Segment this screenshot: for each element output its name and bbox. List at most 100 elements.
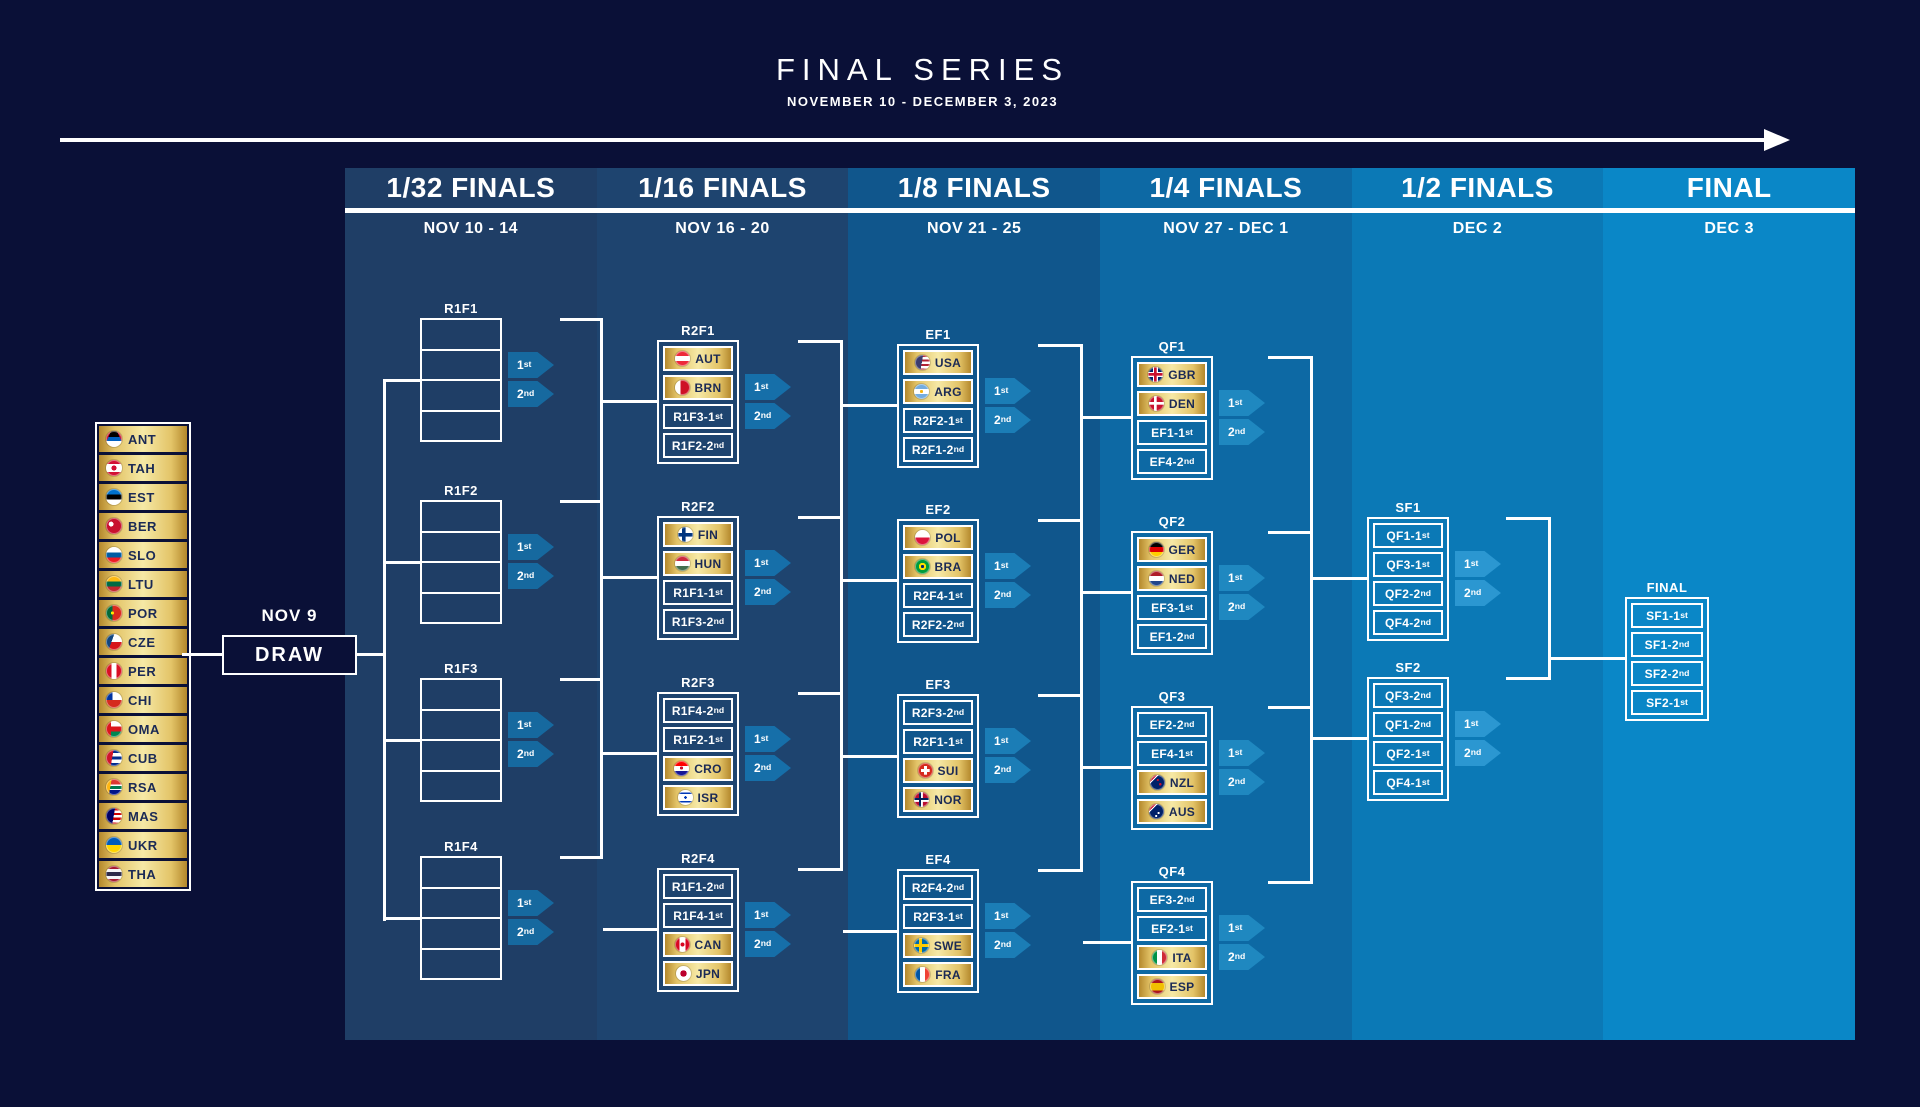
flag-icon (1152, 950, 1168, 965)
placeholder-slot: QF3-1st (1373, 552, 1443, 577)
flag-icon (913, 938, 929, 953)
qualifier-row: MAS (99, 803, 187, 829)
placeholder-slot: QF2-2nd (1373, 581, 1443, 606)
team-slot: ARG (903, 379, 973, 404)
connector-line (1268, 881, 1310, 884)
timeline-arrow-icon (1764, 129, 1790, 151)
placeholder-slot: R2F3-2nd (903, 700, 973, 725)
flag-icon (1148, 804, 1164, 819)
placeholder-slot: QF1-2nd (1373, 712, 1443, 737)
connector-line (603, 928, 657, 931)
team-slot: GBR (1137, 362, 1207, 387)
connector-line (798, 692, 840, 695)
draw-box: DRAW (222, 635, 357, 675)
empty-slot (422, 708, 500, 740)
connector-line (182, 653, 222, 656)
group-label: R2F2 (681, 499, 715, 514)
flag-icon (915, 530, 931, 545)
empty-slot (422, 917, 500, 948)
placeholder-slot: R2F3-1st (903, 904, 973, 929)
flag-icon (677, 790, 693, 805)
connector-line (603, 576, 657, 579)
group-label: R1F4 (444, 839, 478, 854)
connector-line (1268, 531, 1310, 534)
connector-line (386, 739, 420, 742)
connector-line (1038, 694, 1080, 697)
placeholder-slot: EF4-1st (1137, 741, 1207, 766)
connector-line (1506, 517, 1548, 520)
qualifier-row: POR (99, 600, 187, 626)
group-R2F4: R1F1-2nd R1F4-1st CAN JPN (657, 868, 739, 992)
flag-icon (675, 351, 691, 366)
timeline-line (60, 138, 1766, 142)
connector-line (600, 318, 603, 859)
group-label: EF4 (925, 852, 951, 867)
placeholder-slot: R1F3-1st (663, 404, 733, 429)
empty-slot (422, 409, 500, 441)
qualifier-row: EST (99, 484, 187, 510)
group-label: R2F1 (681, 323, 715, 338)
flag-icon (914, 559, 930, 574)
column-header: 1/32 FINALS (386, 172, 556, 203)
placeholder-slot: R2F1-2nd (903, 437, 973, 462)
connector-line (383, 379, 386, 921)
flag-icon (106, 750, 122, 766)
group-EF2: POL BRA R2F4-1st R2F2-2nd (897, 519, 979, 643)
connector-line (603, 752, 657, 755)
qualifier-row: RSA (99, 774, 187, 800)
flag-icon (106, 576, 122, 592)
group-label: SF1 (1395, 500, 1421, 515)
flag-icon (914, 792, 930, 807)
qualifiers-list: ANT TAH EST BER SLO LTU POR CZE PER CHI … (95, 422, 191, 891)
qualifier-row: UKR (99, 832, 187, 858)
connector-line (603, 400, 657, 403)
group-label: EF3 (925, 677, 951, 692)
connector-line (1313, 737, 1367, 740)
column-header: 1/8 FINALS (897, 172, 1051, 203)
qualifier-row: THA (99, 861, 187, 887)
team-slot: NED (1137, 566, 1207, 591)
team-slot: JPN (663, 961, 733, 986)
placeholder-slot: EF1-1st (1137, 420, 1207, 445)
connector-line (1083, 591, 1131, 594)
placeholder-slot: R1F4-1st (663, 903, 733, 928)
placeholder-slot: R2F2-1st (903, 408, 973, 433)
placeholder-slot: R1F3-2nd (663, 609, 733, 634)
flag-icon (674, 556, 690, 571)
flag-icon (675, 966, 691, 981)
group-label: FINAL (1646, 580, 1688, 595)
group-QF4: EF3-2nd EF2-1st ITA ESP (1131, 881, 1213, 1005)
placeholder-slot: R1F1-2nd (663, 874, 733, 899)
connector-line (1506, 677, 1548, 680)
group-label: R2F4 (681, 851, 715, 866)
team-slot: GER (1137, 537, 1207, 562)
connector-line (1551, 657, 1625, 660)
placeholder-slot: R1F4-2nd (663, 698, 733, 723)
column-date: NOV 21 - 25 (926, 220, 1022, 237)
team-slot: CAN (663, 932, 733, 957)
flag-icon (106, 866, 122, 882)
column-header: 1/4 FINALS (1149, 172, 1303, 203)
team-slot: SWE (903, 933, 973, 958)
group-R2F3: R1F4-2nd R1F2-1st CRO ISR (657, 692, 739, 816)
team-slot: NOR (903, 787, 973, 812)
empty-slot (422, 680, 500, 709)
qualifier-row: ANT (99, 426, 187, 452)
team-slot: HUN (663, 551, 733, 576)
placeholder-slot: R1F2-1st (663, 727, 733, 752)
connector-line (843, 404, 897, 407)
connector-line (1310, 356, 1313, 884)
team-slot: ITA (1137, 945, 1207, 970)
team-slot: ESP (1137, 974, 1207, 999)
team-slot: USA (903, 350, 973, 375)
qualifier-row: OMA (99, 716, 187, 742)
group-QF2: GER NED EF3-1st EF1-2nd (1131, 531, 1213, 655)
connector-line (1313, 577, 1367, 580)
group-label: QF2 (1158, 514, 1186, 529)
placeholder-slot: EF4-2nd (1137, 449, 1207, 474)
empty-slot (422, 348, 500, 380)
connector-line (386, 917, 420, 920)
empty-slot (422, 591, 500, 623)
empty-slot (422, 769, 500, 801)
flag-icon (106, 518, 122, 534)
